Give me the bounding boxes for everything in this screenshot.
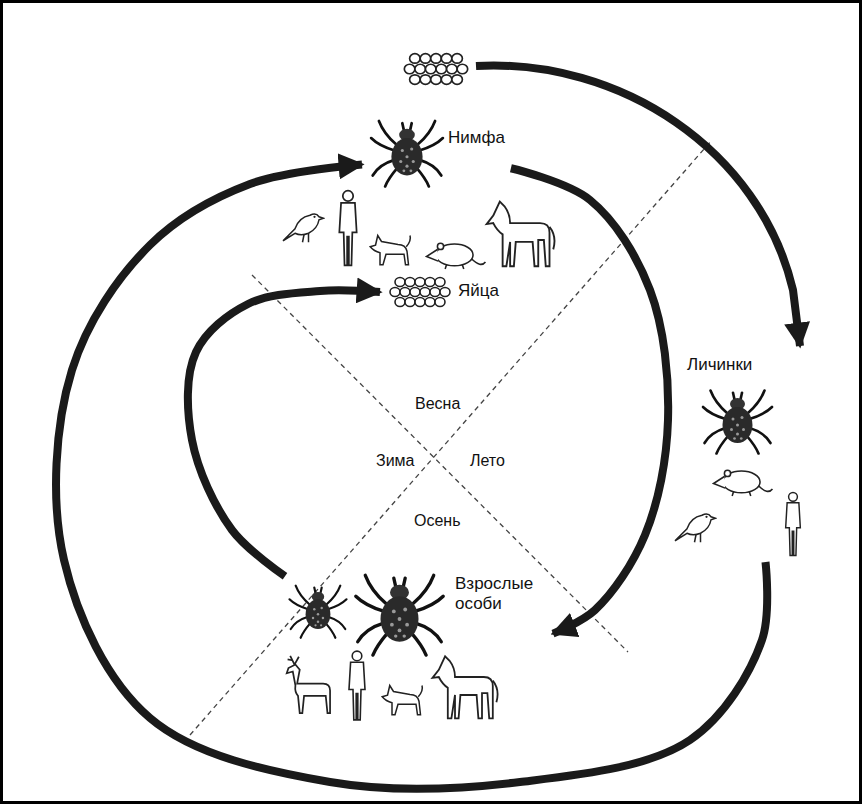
stage-label: Личинки	[687, 355, 827, 375]
larva-tick	[703, 391, 772, 454]
deer-icon	[287, 656, 330, 713]
egg-cluster	[404, 54, 467, 85]
man-icon	[339, 191, 356, 266]
man-icon	[786, 492, 801, 555]
adult-tick	[289, 586, 346, 638]
season-label: Зима	[374, 452, 417, 470]
cycle-arrow	[188, 290, 380, 576]
nymph-tick	[371, 121, 443, 187]
season-label: Весна	[413, 395, 462, 413]
egg-cluster	[390, 278, 450, 307]
stage-label: Яйца	[458, 281, 504, 301]
stage-group: Личинки	[683, 352, 833, 562]
stage-label: Нимфа	[448, 128, 505, 148]
man-icon	[349, 651, 365, 720]
horse-icon	[433, 656, 498, 718]
season-divider	[252, 275, 628, 652]
stage-group: Яйца	[380, 272, 510, 312]
stage-group: Взрослые особи	[285, 568, 553, 650]
stage-label: Взрослые особи	[455, 574, 547, 614]
season-label: Осень	[412, 512, 463, 530]
season-divider	[190, 140, 712, 735]
bird-icon	[283, 214, 324, 242]
dog-icon	[370, 236, 410, 265]
cycle-arrow	[511, 168, 668, 633]
adult-tick	[356, 575, 443, 655]
stage-group: Нимфа	[362, 112, 511, 187]
season-label: Лето	[468, 452, 507, 470]
rat-icon	[427, 243, 486, 269]
horse-icon	[487, 202, 555, 267]
cycle-arrow	[56, 165, 767, 789]
cycle-arrow	[476, 66, 800, 346]
bird-icon	[675, 514, 716, 542]
dog-icon	[382, 686, 422, 715]
rat-icon	[714, 470, 773, 496]
